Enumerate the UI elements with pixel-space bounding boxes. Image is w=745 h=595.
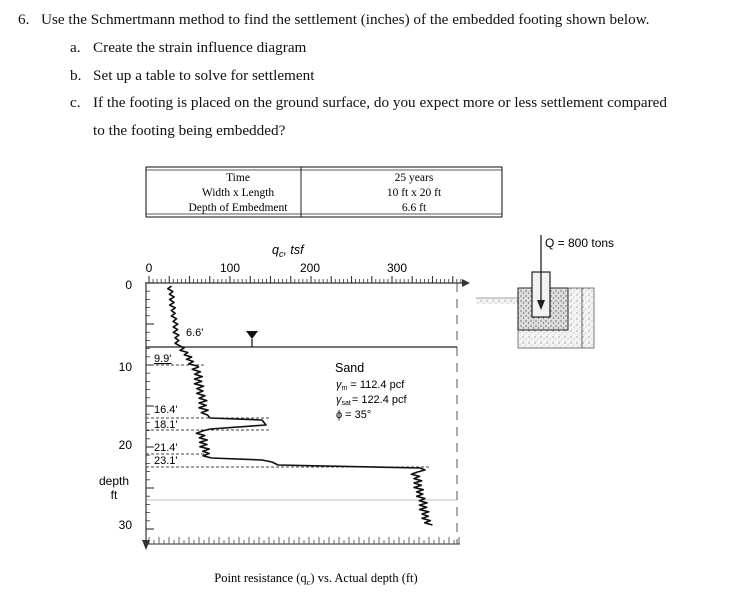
depth-label-18-1: 18.1' (154, 419, 178, 431)
depth-label-16-4: 16.4' (154, 404, 178, 416)
footing-sketch: Q = 800 tons (476, 235, 614, 349)
depth-label-6-6: 6.6' (186, 327, 203, 339)
part-a-text: Create the strain influence diagram (93, 39, 307, 56)
y-axis-label-unit: ft (111, 488, 118, 502)
x-tick-label: 100 (220, 261, 240, 275)
y-tick-label: 0 (125, 278, 132, 292)
friction-angle: ϕ= 35° (336, 409, 371, 421)
unit-weight-moist: γm= 112.4 pcf (336, 379, 405, 392)
question-number: 6. (18, 11, 30, 28)
x-axis-title: qc, tsf (272, 243, 305, 259)
top-axis-ticks (148, 276, 462, 283)
part-b-letter: b. (70, 67, 82, 84)
table-value-time: 25 years (395, 172, 434, 184)
depth-label-23-1: 23.1' (154, 455, 178, 467)
bottom-axis-ticks (148, 537, 460, 544)
left-axis-ticks (146, 282, 154, 530)
figure-caption: Point resistance (qc) vs. Actual depth (… (214, 571, 417, 587)
cpt-plot: qc, tsf 0 100 200 300 0 10 20 30 depth f… (99, 243, 470, 587)
part-c-letter: c. (70, 94, 81, 111)
x-tick-label: 0 (146, 261, 153, 275)
y-tick-label: 20 (119, 438, 133, 452)
table-value-embedment: 6.6 ft (402, 202, 427, 214)
y-axis-label: depth (99, 474, 129, 488)
left-axis-arrow (142, 540, 150, 550)
table-label-embedment: Depth of Embedment (188, 202, 288, 214)
part-b-text: Set up a table to solve for settlement (93, 67, 315, 84)
top-axis-arrow (462, 279, 470, 287)
depth-label-21-4: 21.4' (154, 442, 178, 454)
depth-label-9-9: 9.9' (154, 353, 171, 365)
load-arrow-head (537, 300, 545, 310)
x-tick-label: 300 (387, 261, 407, 275)
table-label-time: Time (226, 172, 250, 184)
table-value-width-length: 10 ft x 20 ft (387, 187, 442, 199)
part-a-letter: a. (70, 39, 81, 56)
part-c-text: If the footing is placed on the ground s… (93, 94, 667, 111)
cpt-resistance-trace (167, 285, 433, 526)
question-block: 6. Use the Schmertmann method to find th… (0, 0, 745, 150)
water-table-icon (246, 331, 258, 347)
question-text: Use the Schmertmann method to find the s… (41, 11, 650, 28)
y-tick-label: 10 (119, 360, 133, 374)
properties-table: Time Width x Length Depth of Embedment 2… (145, 166, 503, 218)
unit-weight-saturated: γsat= 122.4 pcf (336, 394, 408, 407)
load-label: Q = 800 tons (545, 236, 614, 250)
ground-surface-left (476, 298, 518, 304)
soil-label: Sand (335, 361, 364, 375)
x-tick-label: 200 (300, 261, 320, 275)
table-label-width-length: Width x Length (202, 187, 275, 199)
part-c-continuation-text: to the footing being embedded? (93, 122, 286, 139)
y-tick-label: 30 (119, 518, 133, 532)
